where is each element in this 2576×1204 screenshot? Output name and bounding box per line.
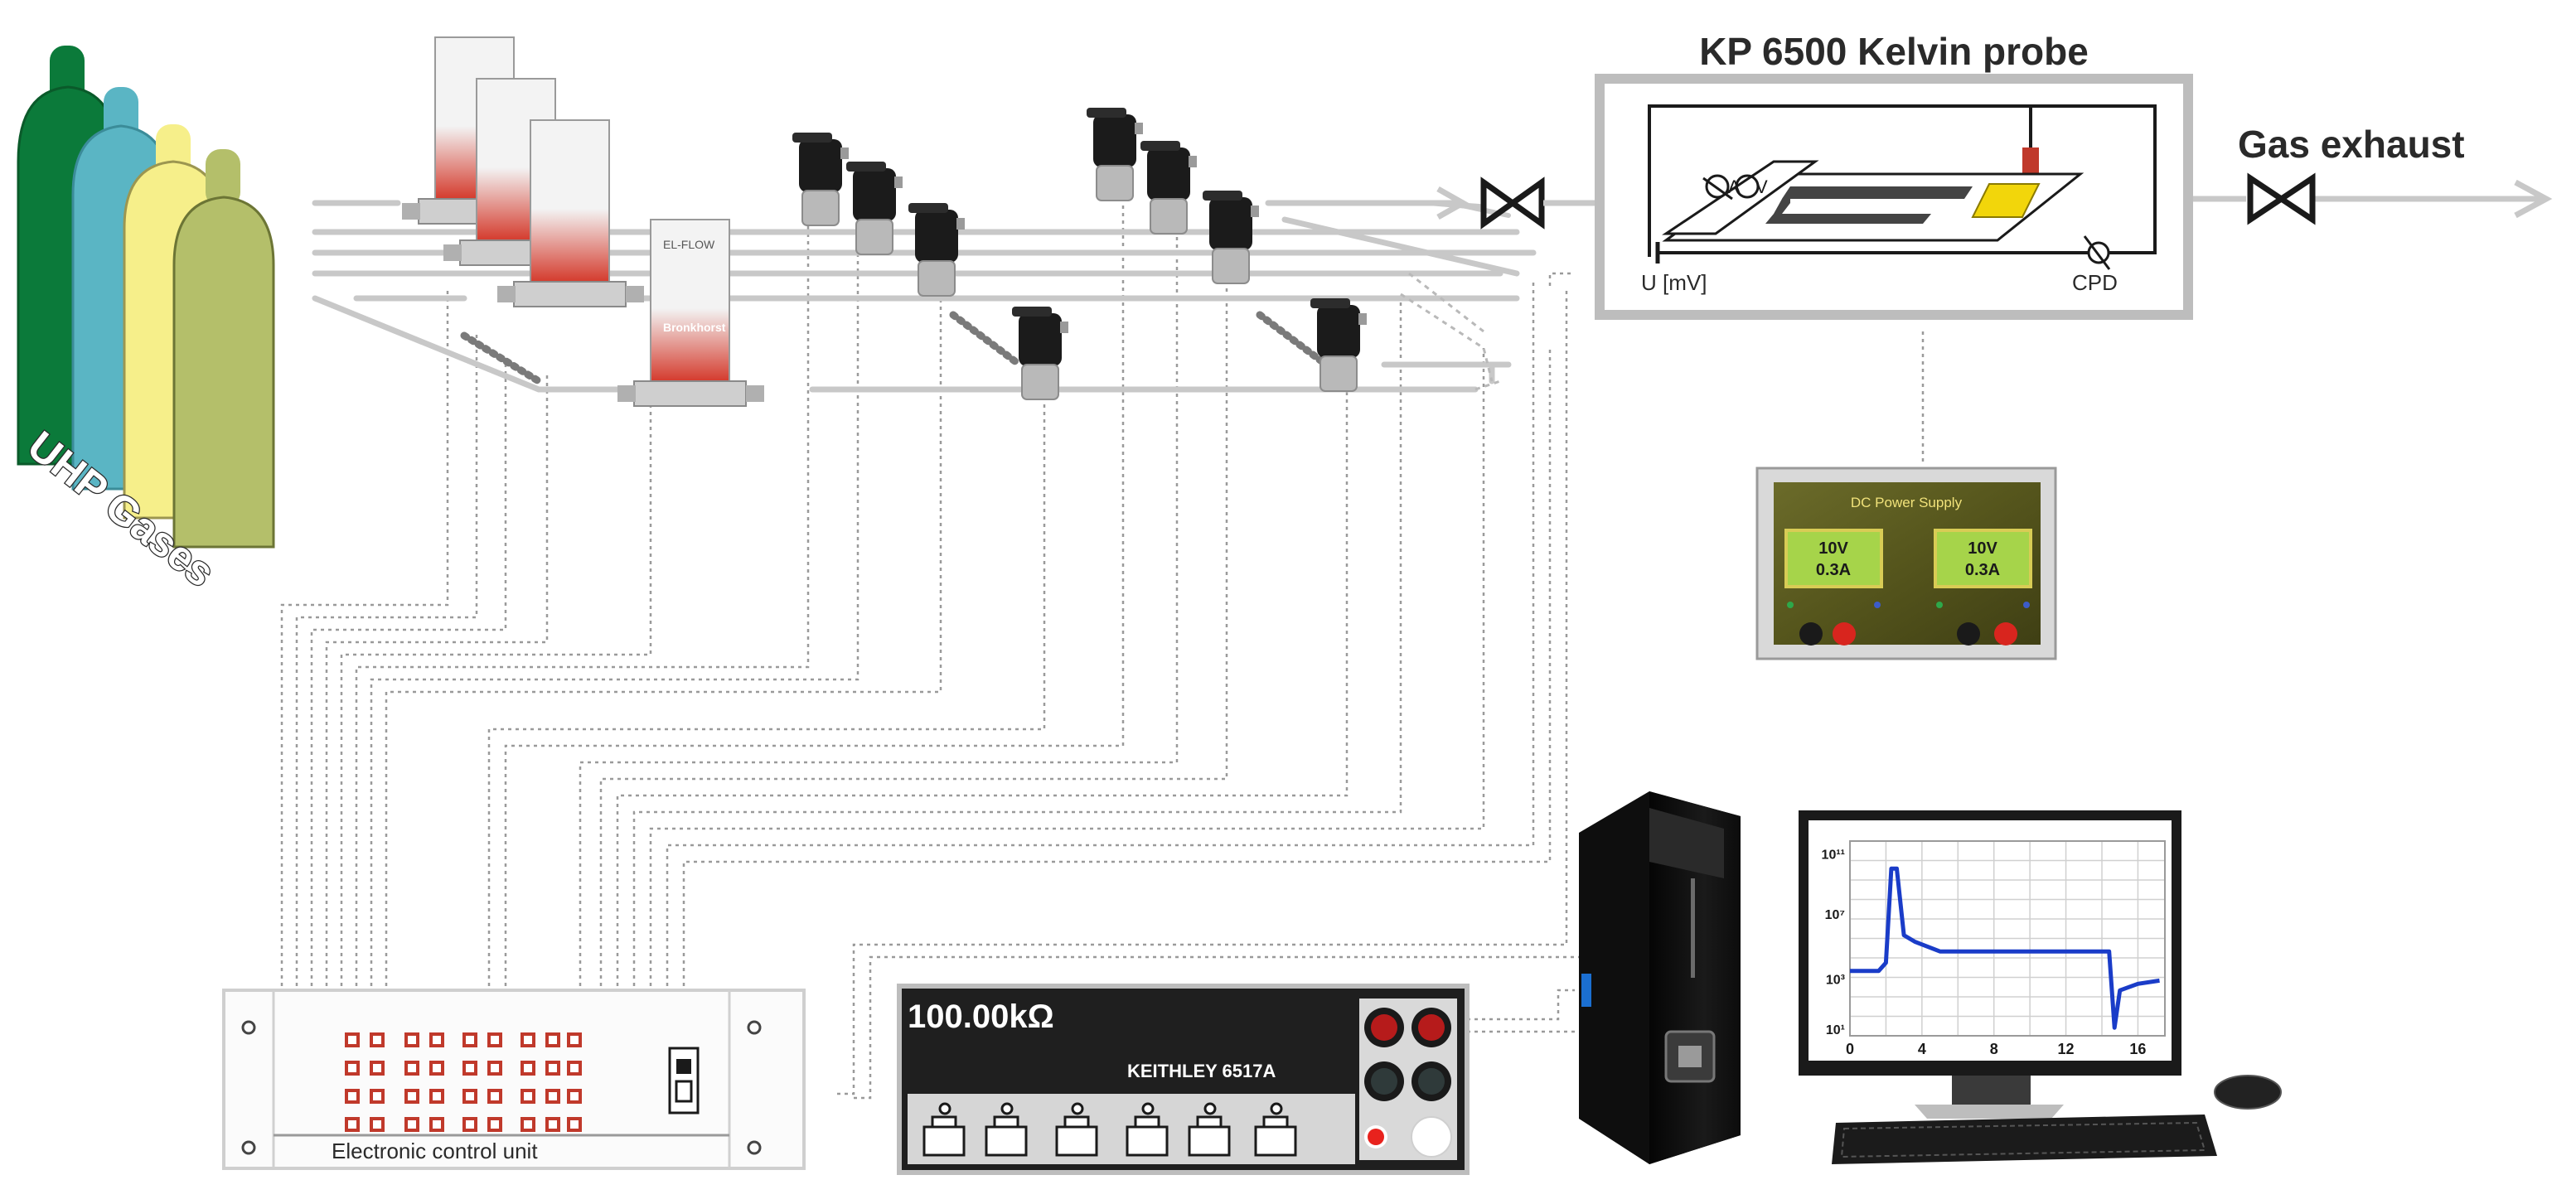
power-display-left: 10V 0.3A: [1784, 529, 1883, 588]
solenoid-valve-6: [1202, 190, 1260, 284]
control-unit-label: Electronic control unit: [332, 1139, 538, 1163]
chart-x-ticks: 0 4 8 12 16: [1846, 1041, 2146, 1057]
chart-x-tick-label: 4: [1918, 1041, 1926, 1057]
solenoid-valve-3: [908, 202, 966, 297]
electrometer-terminals: [1364, 1008, 1452, 1158]
chart-series-line: [1850, 866, 2160, 1030]
probe-voltage-label: U [mV]: [1641, 270, 1707, 295]
keyboard: [1832, 1115, 2217, 1164]
solenoid-valve-2: [845, 161, 903, 255]
power-terminals: [1787, 602, 2030, 646]
electrometer-model: KEITHLEY 6517A: [1127, 1061, 1276, 1081]
monitor: 10¹¹ 10⁷ 10³ 10¹ 0 4 8 12 16: [1799, 810, 2282, 1164]
chart-y-tick-label: 10¹¹: [1822, 849, 1845, 863]
probe-ammeter-label: A: [1728, 176, 1741, 197]
kelvin-probe: KP 6500 Kelvin probe A V U [mV] C: [1595, 30, 2193, 320]
dc-power-supply: DC Power Supply 10V 0.3A 10V 0.3A: [1755, 467, 2057, 660]
exhaust-valve-icon: [2247, 172, 2316, 225]
probe-voltmeter-label: V: [1755, 176, 1768, 197]
inlet-arrow: [1293, 186, 1470, 220]
power-display-right: 10V 0.3A: [1934, 529, 2032, 588]
exhaust-arrow: [2188, 179, 2553, 219]
solenoid-valve-4: [1086, 107, 1144, 201]
computer-tower: [1579, 791, 1741, 1164]
power-display-right-current: 0.3A: [1965, 561, 2000, 579]
mfc-brand-label: Bronkhorst: [663, 321, 726, 334]
flexible-tubes: [460, 311, 1330, 385]
solenoid-valve-7: [1011, 306, 1069, 400]
dashed-gas-connectors: [1400, 272, 1501, 391]
control-unit-indicator-grid: [345, 1032, 582, 1132]
power-display-right-voltage: 10V: [1968, 539, 1997, 558]
monitor-chart: 10¹¹ 10⁷ 10³ 10¹ 0 4 8 12 16: [1822, 840, 2166, 1057]
solenoid-valve-8: [1310, 297, 1368, 392]
electronic-control-unit: Electronic control unit: [222, 989, 806, 1170]
signal-cables: [280, 182, 1925, 1100]
probe-circuit: [1648, 104, 2157, 254]
chart-x-tick-label: 0: [1846, 1041, 1854, 1057]
electrometer-reading: 100.00kΩ: [908, 998, 1054, 1035]
power-display-left-voltage: 10V: [1818, 539, 1848, 558]
chart-y-ticks: 10¹¹ 10⁷ 10³ 10¹: [1822, 849, 1845, 1038]
chart-plot-area: [1849, 840, 2166, 1037]
solenoid-valve-1: [792, 132, 850, 226]
gas-cylinders: [17, 46, 275, 549]
solenoid-valve-5: [1140, 140, 1198, 235]
probe-cpd-label: CPD: [2072, 270, 2118, 295]
chart-x-tick-label: 8: [1990, 1041, 1998, 1057]
mass-flow-controllers: EL-FLOW Bronkhorst: [401, 36, 765, 407]
power-supply-title: DC Power Supply: [1851, 495, 1963, 510]
mouse: [2214, 1075, 2282, 1110]
mfc-model-label: EL-FLOW: [663, 238, 715, 251]
chart-x-tick-label: 12: [2058, 1041, 2075, 1057]
chart-x-tick-label: 16: [2129, 1041, 2146, 1057]
power-display-left-current: 0.3A: [1816, 561, 1851, 579]
electrometer: 100.00kΩ KEITHLEY 6517A: [897, 984, 1470, 1175]
gas-exhaust-label: Gas exhaust: [2238, 123, 2465, 166]
chart-y-tick-label: 10³: [1826, 973, 1845, 987]
chart-y-tick-label: 10¹: [1826, 1023, 1845, 1037]
electrometer-buttons[interactable]: [922, 1102, 1297, 1157]
chart-y-tick-label: 10⁷: [1825, 908, 1845, 922]
kelvin-probe-title: KP 6500 Kelvin probe: [1699, 30, 2089, 73]
probe-tip: [2022, 147, 2039, 179]
inlet-valve-icon: [1480, 176, 1545, 230]
sample-electrodes: [1765, 186, 1973, 224]
probe-meter-symbols: [1702, 174, 2111, 270]
control-unit-switch[interactable]: [668, 1047, 700, 1115]
gas-cylinder-olive: [172, 149, 275, 549]
sensing-layer: [1971, 183, 2041, 218]
